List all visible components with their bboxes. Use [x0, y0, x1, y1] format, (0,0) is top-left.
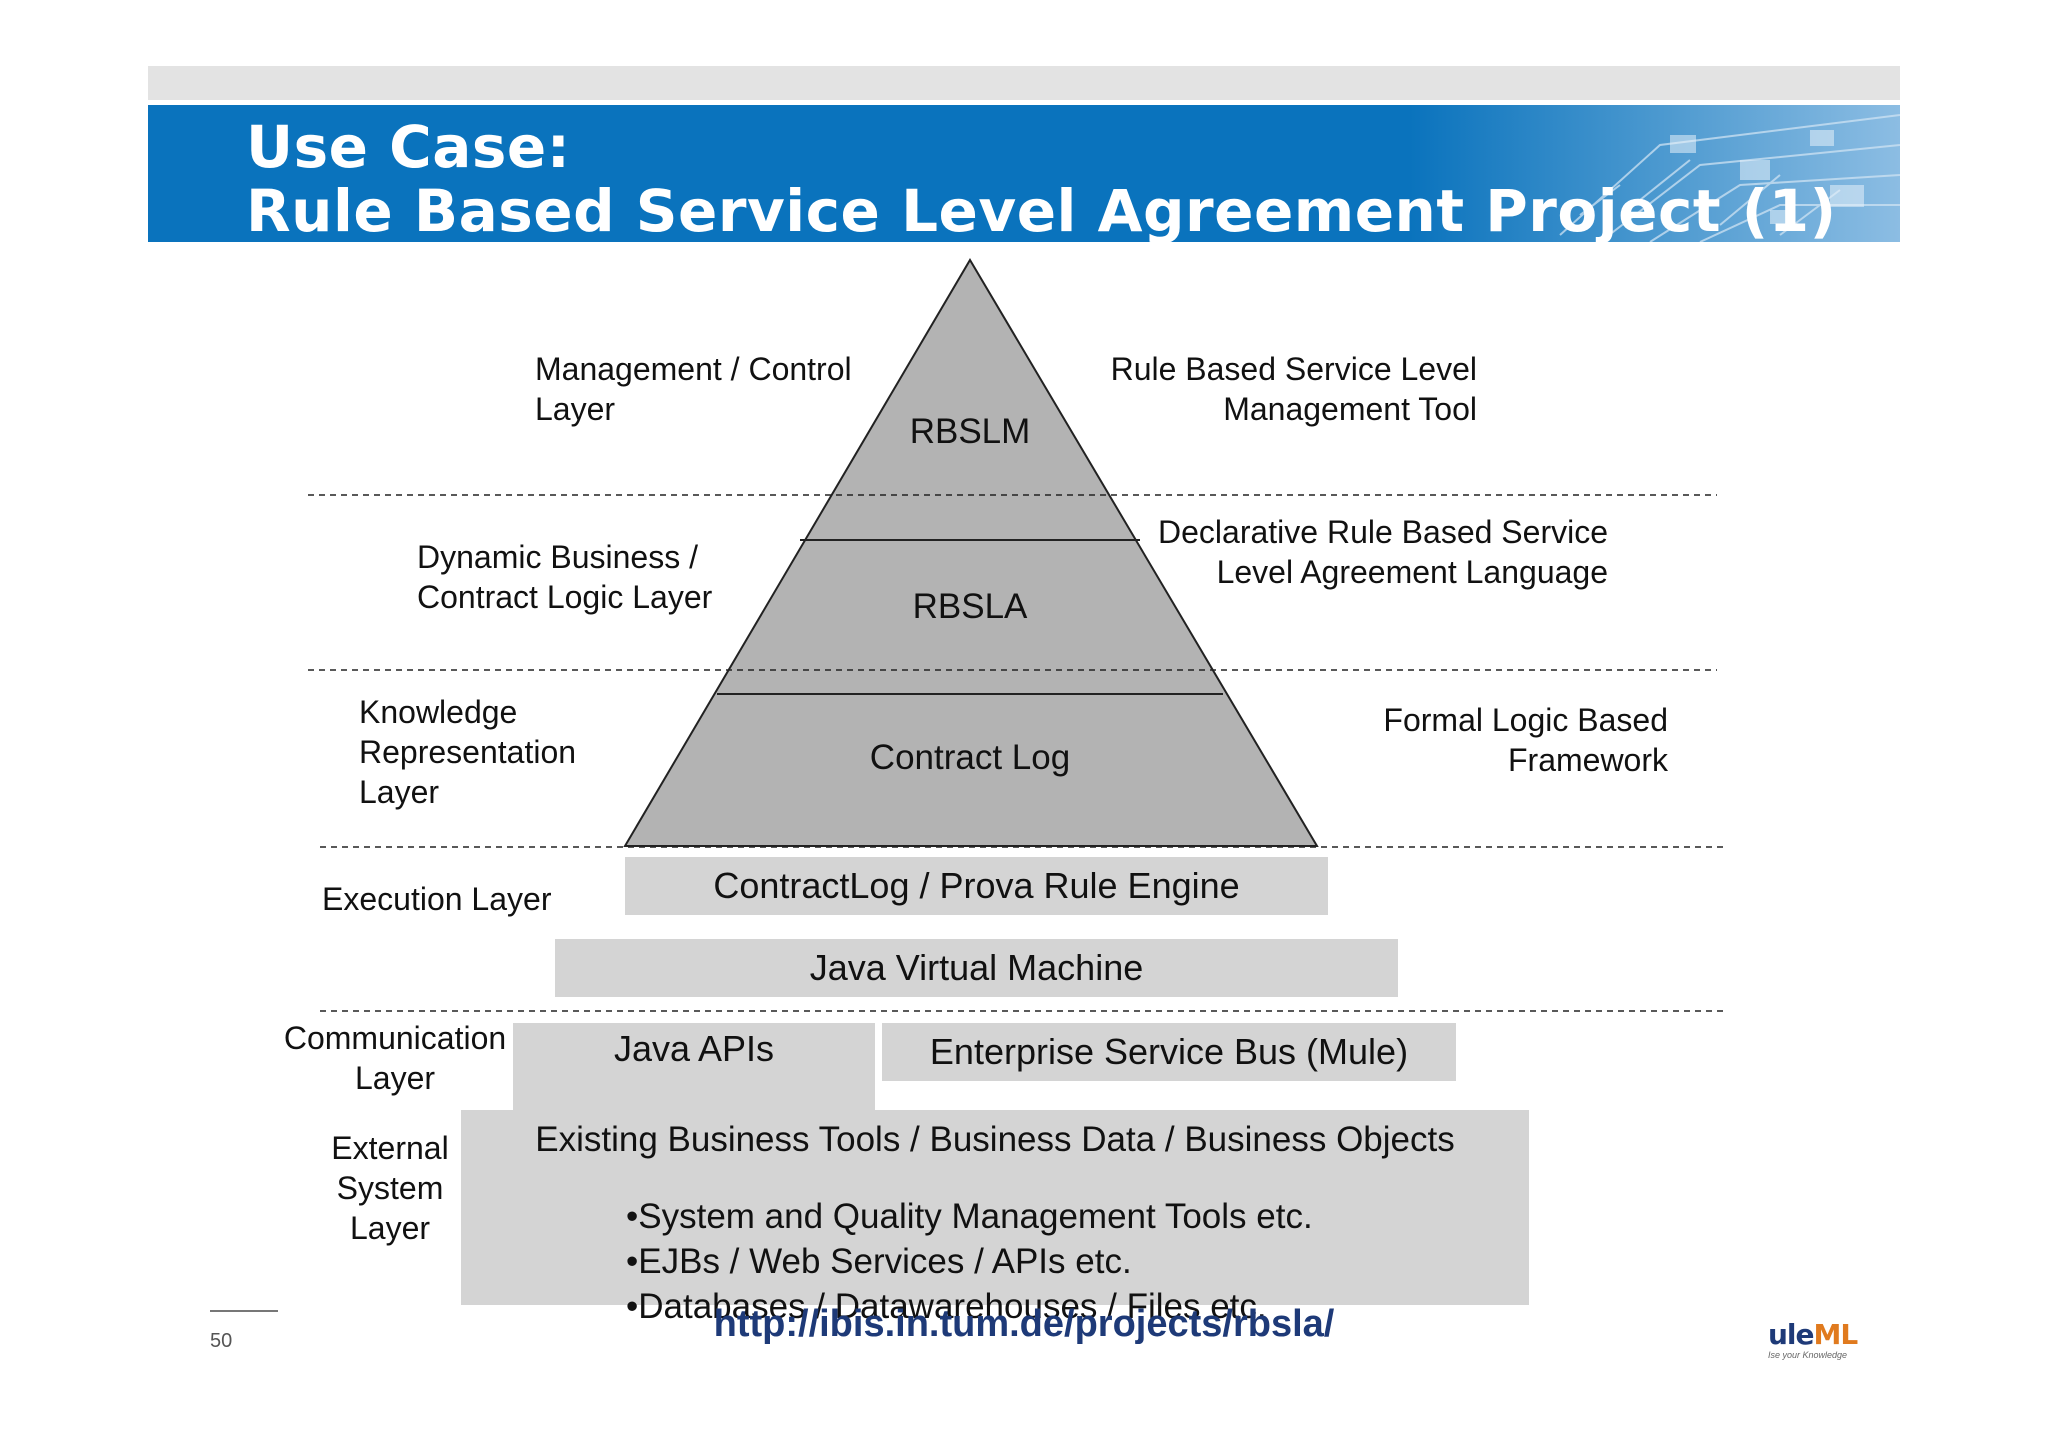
jvm-label: Java Virtual Machine — [809, 947, 1144, 988]
existing-systems-box: Existing Business Tools / Business Data … — [461, 1110, 1529, 1326]
java-apis-label: Java APIs — [613, 1028, 775, 1069]
knowledge-layer-line-3: Layer — [359, 774, 440, 810]
external-layer-line-2: System — [336, 1170, 444, 1206]
execution-layer-line-1: Execution Layer — [322, 881, 552, 917]
architecture-diagram: RBSLM RBSLA Contract Log Management / Co… — [280, 242, 1740, 1342]
ruleml-logo: uleML — [1768, 1318, 1859, 1351]
dynamic-description: Declarative Rule Based Service Level Agr… — [1060, 512, 1608, 592]
existing-systems-list: •System and Quality Management Tools etc… — [626, 1194, 1313, 1329]
dynamic-description-line-1: Declarative Rule Based Service — [1158, 514, 1608, 550]
pyramid-middle-label: RBSLA — [912, 587, 1028, 626]
esb-label: Enterprise Service Bus (Mule) — [929, 1031, 1409, 1072]
communication-layer-line-2: Layer — [354, 1060, 436, 1096]
management-description-line-1: Rule Based Service Level — [1110, 351, 1477, 387]
list-item: •System and Quality Management Tools etc… — [626, 1197, 1313, 1236]
communication-layer-label: Communication Layer — [280, 1018, 510, 1098]
knowledge-layer-line-1: Knowledge — [359, 694, 518, 730]
management-layer-line-1: Management / Control — [535, 351, 852, 387]
circuit-board-image — [1559, 114, 1900, 242]
footer-rule — [210, 1310, 278, 1312]
external-layer-label: External System Layer — [300, 1128, 480, 1248]
logo-accent-text: ML — [1813, 1318, 1859, 1351]
project-url: http://ibis.in.tum.de/projects/rbsla/ — [713, 1303, 1335, 1345]
management-layer-label: Management / Control Layer — [535, 349, 852, 429]
knowledge-layer-label: Knowledge Representation Layer — [359, 692, 576, 812]
external-layer-line-1: External — [331, 1130, 449, 1166]
esb-box: Enterprise Service Bus (Mule) — [882, 1023, 1456, 1081]
dynamic-description-line-2: Level Agreement Language — [1216, 554, 1608, 590]
existing-systems-heading: Existing Business Tools / Business Data … — [535, 1120, 1455, 1159]
title-bar: Use Case: Rule Based Service Level Agree… — [148, 105, 1900, 242]
dynamic-layer-line-2: Contract Logic Layer — [417, 579, 713, 615]
dynamic-layer-line-1: Dynamic Business / — [417, 539, 698, 575]
jvm-box: Java Virtual Machine — [555, 939, 1398, 997]
pyramid — [623, 258, 1319, 847]
diagram-graphics — [308, 258, 1728, 1012]
page-number: 50 — [210, 1330, 233, 1352]
rule-engine-box: ContractLog / Prova Rule Engine — [625, 857, 1328, 915]
management-layer-line-2: Layer — [535, 391, 616, 427]
execution-layer-label: Execution Layer — [322, 879, 551, 919]
management-description: Rule Based Service Level Management Tool — [1000, 349, 1477, 429]
knowledge-description-line-2: Framework — [1507, 742, 1668, 778]
knowledge-layer-line-2: Representation — [359, 734, 577, 770]
knowledge-description: Formal Logic Based Framework — [1260, 700, 1668, 780]
knowledge-description-line-1: Formal Logic Based — [1383, 702, 1668, 738]
title-line-1: Use Case: — [246, 113, 571, 181]
java-apis-box: Java APIs — [513, 1023, 875, 1113]
title-line-2: Rule Based Service Level Agreement Proje… — [246, 177, 1837, 242]
external-layer-line-3: Layer — [349, 1210, 431, 1246]
communication-layer-line-1: Communication — [283, 1020, 507, 1056]
pyramid-bottom-label: Contract Log — [869, 738, 1071, 777]
logo-tagline: Ise your Knowledge — [1768, 1350, 1848, 1360]
slide-title: Use Case: Rule Based Service Level Agree… — [246, 115, 1837, 242]
list-item: •Databases / Datawarehouses / Files etc. — [626, 1287, 1267, 1326]
dynamic-layer-label: Dynamic Business / Contract Logic Layer — [417, 537, 712, 617]
logo-main-text: ule — [1768, 1318, 1815, 1351]
management-description-line-2: Management Tool — [1223, 391, 1477, 427]
rule-engine-label: ContractLog / Prova Rule Engine — [713, 865, 1240, 906]
list-item: •EJBs / Web Services / APIs etc. — [626, 1242, 1132, 1281]
pyramid-top-label: RBSLM — [909, 412, 1031, 451]
top-strip — [148, 66, 1900, 100]
